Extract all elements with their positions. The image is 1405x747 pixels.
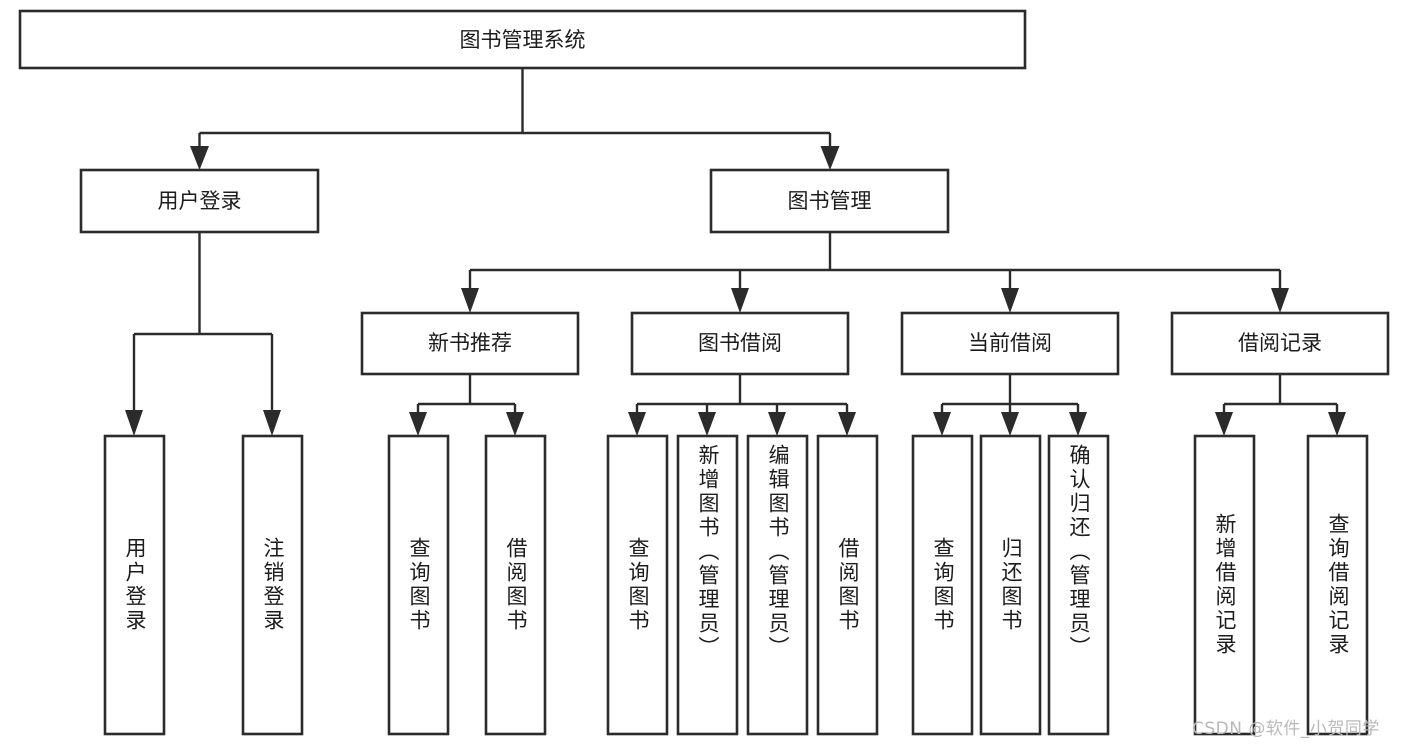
node-box-leaf-add-book[interactable] bbox=[676, 434, 739, 736]
node-label-borrow-record: 借阅记录 bbox=[1238, 331, 1322, 355]
node-label-root: 图书管理系统 bbox=[460, 28, 586, 52]
node-box-leaf-confirm-return[interactable] bbox=[1047, 434, 1110, 736]
arrowhead-leaf-borrow-book-2 bbox=[838, 412, 856, 436]
node-box-book-borrow[interactable] bbox=[630, 311, 850, 376]
arrowhead-current-borrow bbox=[1001, 288, 1019, 313]
node-label-book-management: 图书管理 bbox=[788, 189, 872, 213]
node-box-leaf-user-login[interactable] bbox=[103, 434, 166, 736]
node-box-leaf-return-book[interactable] bbox=[979, 434, 1042, 736]
node-label-current-borrow: 当前借阅 bbox=[968, 331, 1052, 355]
node-box-root[interactable] bbox=[18, 9, 1027, 70]
arrowhead-leaf-logout bbox=[263, 410, 281, 436]
node-label-new-book-recommend: 新书推荐 bbox=[428, 331, 512, 355]
arrowhead-leaf-query-book-2 bbox=[628, 412, 646, 436]
arrowhead-leaf-edit-book bbox=[768, 412, 786, 436]
arrowhead-user-login bbox=[190, 146, 209, 170]
node-box-new-book-recommend[interactable] bbox=[360, 311, 580, 376]
arrowhead-leaf-query-book-3 bbox=[933, 412, 951, 436]
node-box-borrow-record[interactable] bbox=[1170, 311, 1390, 376]
node-box-leaf-query-book-3[interactable] bbox=[911, 434, 974, 736]
node-box-leaf-borrow-book-2[interactable] bbox=[816, 434, 879, 736]
node-box-leaf-add-record[interactable] bbox=[1193, 434, 1256, 736]
arrowhead-leaf-add-book bbox=[698, 412, 716, 436]
arrowhead-leaf-confirm-return bbox=[1069, 412, 1087, 436]
node-box-leaf-query-book-2[interactable] bbox=[606, 434, 669, 736]
node-box-leaf-query-record[interactable] bbox=[1306, 434, 1369, 736]
node-box-leaf-borrow-book-1[interactable] bbox=[484, 434, 547, 736]
arrowhead-leaf-return-book bbox=[1001, 412, 1019, 436]
node-label-book-borrow: 图书借阅 bbox=[698, 331, 782, 355]
csdn-watermark: CSDN @软件_小贺同学 bbox=[1192, 719, 1380, 739]
node-box-leaf-logout[interactable] bbox=[241, 434, 304, 736]
arrowhead-leaf-user-login bbox=[125, 410, 143, 436]
horizontal-label-layer: 图书管理系统 用户登录 图书管理 新书推荐 图书借阅 当前借阅 借阅记录 bbox=[158, 28, 1323, 355]
arrowhead-leaf-query-book-1 bbox=[409, 412, 427, 436]
node-box-user-login[interactable] bbox=[79, 168, 320, 234]
arrowhead-borrow-record bbox=[1271, 288, 1289, 313]
arrowhead-new-book-recommend bbox=[461, 288, 479, 313]
node-box-book-management[interactable] bbox=[709, 168, 950, 234]
node-box-layer bbox=[18, 9, 1390, 736]
connector-layer bbox=[125, 68, 1346, 436]
arrowhead-leaf-query-record bbox=[1328, 412, 1346, 436]
node-label-user-login: 用户登录 bbox=[158, 189, 242, 213]
node-box-current-borrow[interactable] bbox=[900, 311, 1120, 376]
arrowhead-book-borrow bbox=[731, 288, 749, 313]
arrowhead-book-management bbox=[820, 146, 840, 170]
node-box-leaf-edit-book[interactable] bbox=[746, 434, 809, 736]
arrowhead-leaf-borrow-book-1 bbox=[506, 412, 524, 436]
arrowhead-leaf-add-record bbox=[1215, 412, 1233, 436]
node-box-leaf-query-book-1[interactable] bbox=[387, 434, 450, 736]
